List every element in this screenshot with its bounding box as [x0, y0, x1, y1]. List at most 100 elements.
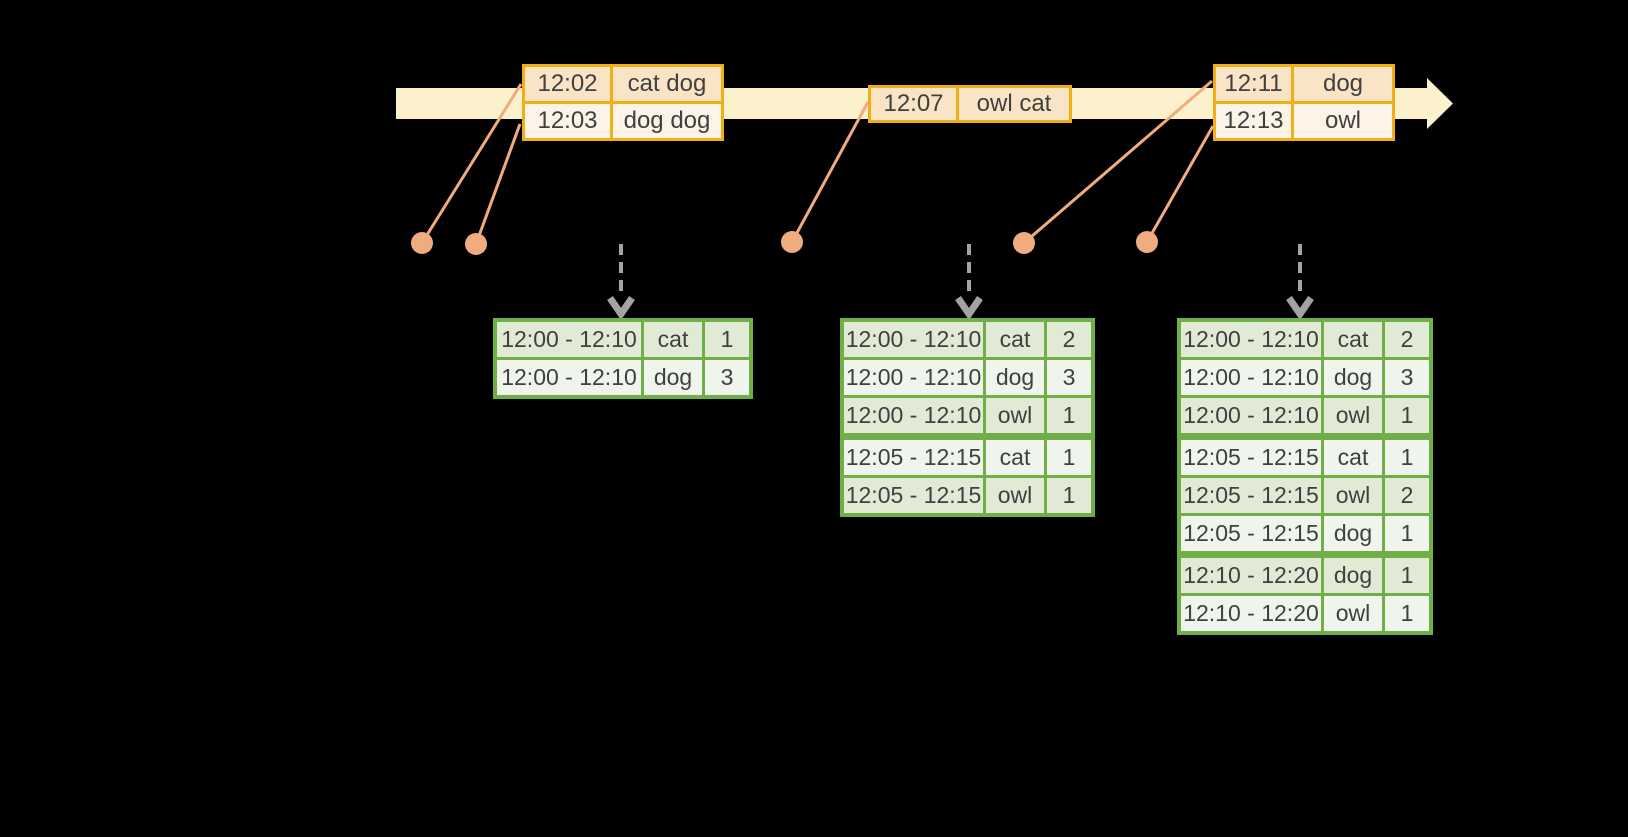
count-cell: 1 [1385, 440, 1429, 475]
word-cell: dog [1324, 558, 1382, 593]
word-cell: cat [986, 322, 1044, 357]
table-row: 12:00 - 12:10 owl 1 [1181, 398, 1429, 433]
event-time-cell: 12:13 [1216, 104, 1291, 138]
window-cell: 12:00 - 12:10 [497, 322, 641, 357]
event-dot [1136, 231, 1158, 253]
count-cell: 1 [1385, 398, 1429, 433]
table-row: 12:00 - 12:10 dog 3 [844, 360, 1091, 395]
count-cell: 1 [1385, 558, 1429, 593]
window-cell: 12:00 - 12:10 [1181, 398, 1321, 433]
result-table-3: 12:00 - 12:10 cat 2 12:00 - 12:10 dog 3 … [1177, 318, 1433, 635]
event-row: 12:03 dog dog [525, 104, 721, 138]
window-cell: 12:00 - 12:10 [1181, 322, 1321, 357]
event-connector-line [1023, 79, 1213, 245]
count-cell: 2 [1385, 322, 1429, 357]
event-time-cell: 12:07 [871, 88, 956, 120]
count-cell: 2 [1385, 478, 1429, 513]
event-connector-line [1145, 125, 1215, 243]
event-time-cell: 12:02 [525, 67, 610, 101]
window-cell: 12:05 - 12:15 [1181, 478, 1321, 513]
word-cell: cat [1324, 440, 1382, 475]
word-cell: owl [986, 398, 1044, 433]
table-row: 12:05 - 12:15 owl 1 [844, 478, 1091, 513]
result-table-1: 12:00 - 12:10 cat 1 12:00 - 12:10 dog 3 [493, 318, 753, 399]
table-row: 12:00 - 12:10 dog 3 [497, 360, 749, 395]
window-cell: 12:00 - 12:10 [844, 322, 983, 357]
word-cell: cat [644, 322, 702, 357]
event-words-cell: owl [1294, 104, 1392, 138]
window-group-separator [1181, 554, 1429, 555]
window-cell: 12:10 - 12:20 [1181, 596, 1321, 631]
event-table-2: 12:07 owl cat [868, 85, 1072, 123]
count-cell: 3 [1047, 360, 1091, 395]
table-row: 12:00 - 12:10 cat 2 [844, 322, 1091, 357]
event-words-cell: dog [1294, 67, 1392, 101]
event-dot [781, 231, 803, 253]
window-cell: 12:05 - 12:15 [844, 440, 983, 475]
count-cell: 3 [705, 360, 749, 395]
window-group-separator [844, 436, 1091, 437]
word-cell: dog [986, 360, 1044, 395]
word-cell: owl [986, 478, 1044, 513]
event-row: 12:13 owl [1216, 104, 1392, 138]
table-row: 12:00 - 12:10 owl 1 [844, 398, 1091, 433]
count-cell: 1 [1047, 478, 1091, 513]
trigger-arrow-icon [607, 244, 635, 321]
window-cell: 12:05 - 12:15 [1181, 516, 1321, 551]
event-time-cell: 12:11 [1216, 67, 1291, 101]
event-connector-line [790, 101, 870, 243]
event-row: 12:02 cat dog [525, 67, 721, 101]
word-cell: owl [1324, 478, 1382, 513]
word-cell: owl [1324, 596, 1382, 631]
count-cell: 1 [1047, 398, 1091, 433]
window-cell: 12:00 - 12:10 [497, 360, 641, 395]
count-cell: 1 [1047, 440, 1091, 475]
window-cell: 12:10 - 12:20 [1181, 558, 1321, 593]
count-cell: 1 [1385, 596, 1429, 631]
window-cell: 12:00 - 12:10 [844, 398, 983, 433]
event-connector-line [420, 83, 523, 244]
event-row: 12:07 owl cat [871, 88, 1069, 120]
word-cell: owl [1324, 398, 1382, 433]
word-cell: dog [644, 360, 702, 395]
window-cell: 12:05 - 12:15 [844, 478, 983, 513]
table-row: 12:10 - 12:20 dog 1 [1181, 558, 1429, 593]
window-group-separator [1181, 436, 1429, 437]
event-table-3: 12:11 dog 12:13 owl [1213, 64, 1395, 141]
table-row: 12:00 - 12:10 cat 2 [1181, 322, 1429, 357]
event-table-1: 12:02 cat dog 12:03 dog dog [522, 64, 724, 141]
event-words-cell: owl cat [959, 88, 1069, 120]
word-cell: dog [1324, 516, 1382, 551]
count-cell: 1 [705, 322, 749, 357]
word-cell: cat [1324, 322, 1382, 357]
count-cell: 1 [1385, 516, 1429, 551]
event-dot [1013, 232, 1035, 254]
event-row: 12:11 dog [1216, 67, 1392, 101]
event-dot [465, 233, 487, 255]
count-cell: 3 [1385, 360, 1429, 395]
event-dots [411, 231, 1158, 255]
table-row: 12:10 - 12:20 owl 1 [1181, 596, 1429, 631]
count-cell: 2 [1047, 322, 1091, 357]
trigger-arrow-icon [1286, 244, 1314, 321]
window-cell: 12:00 - 12:10 [1181, 360, 1321, 395]
window-cell: 12:00 - 12:10 [844, 360, 983, 395]
event-dot [411, 232, 433, 254]
table-row: 12:00 - 12:10 dog 3 [1181, 360, 1429, 395]
event-words-cell: cat dog [613, 67, 721, 101]
table-row: 12:00 - 12:10 cat 1 [497, 322, 749, 357]
table-row: 12:05 - 12:15 owl 2 [1181, 478, 1429, 513]
trigger-arrow-icon [955, 244, 983, 321]
table-row: 12:05 - 12:15 cat 1 [1181, 440, 1429, 475]
table-row: 12:05 - 12:15 dog 1 [1181, 516, 1429, 551]
result-table-2: 12:00 - 12:10 cat 2 12:00 - 12:10 dog 3 … [840, 318, 1095, 517]
event-time-cell: 12:03 [525, 104, 610, 138]
word-cell: cat [986, 440, 1044, 475]
trigger-arrows [607, 244, 1314, 321]
event-connector-lines [420, 79, 1215, 245]
window-cell: 12:05 - 12:15 [1181, 440, 1321, 475]
event-connector-line [474, 123, 522, 245]
event-words-cell: dog dog [613, 104, 721, 138]
word-cell: dog [1324, 360, 1382, 395]
